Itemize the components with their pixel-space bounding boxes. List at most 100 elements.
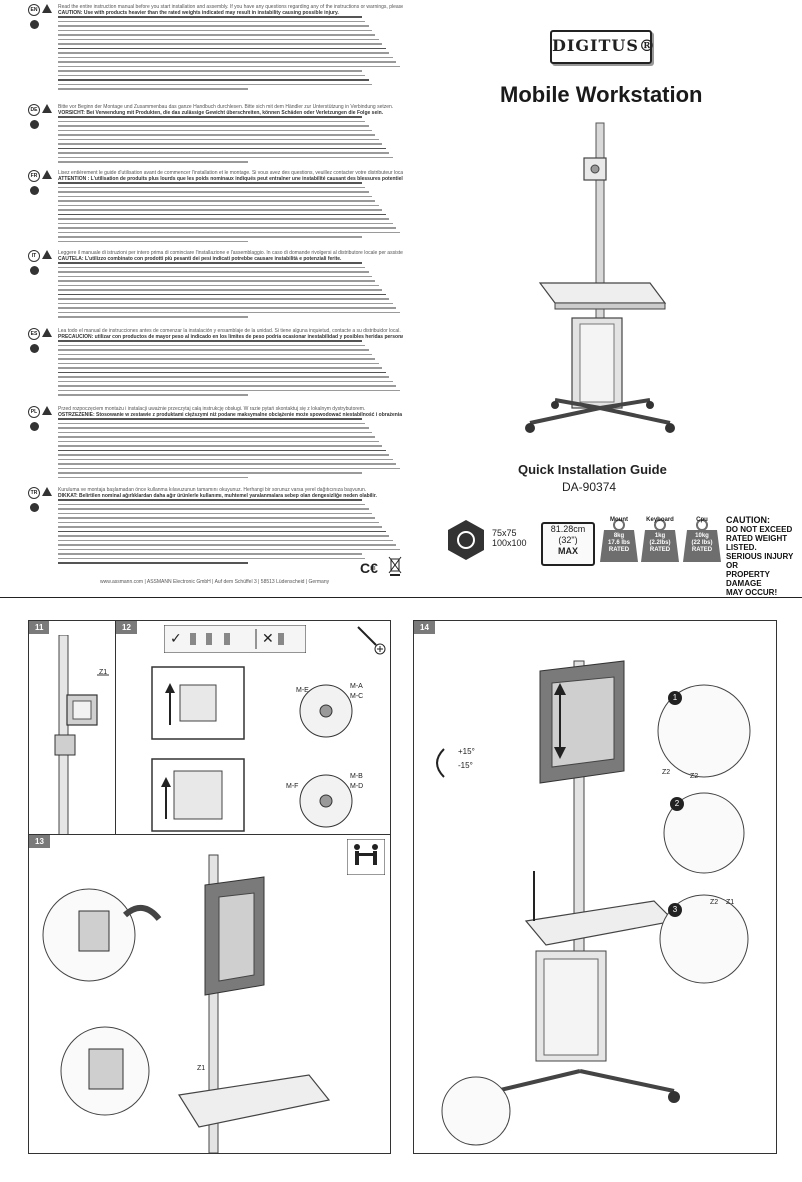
substep-badge: 1 bbox=[668, 691, 682, 705]
text-line bbox=[58, 535, 390, 537]
tilt-up-label: +15° bbox=[458, 747, 475, 756]
hardware-label: M-F bbox=[286, 783, 299, 790]
read-manual-icon bbox=[30, 266, 39, 275]
hardware-label: M-E bbox=[296, 687, 309, 694]
text-line bbox=[58, 213, 386, 215]
step-number: 14 bbox=[414, 621, 435, 634]
instruction-caution: DİKKAT: Belirtilen nominal ağırlıklardan… bbox=[58, 493, 377, 499]
caution-line: PROPERTY DAMAGE bbox=[726, 570, 770, 588]
text-line bbox=[58, 289, 383, 291]
text-line bbox=[58, 298, 390, 300]
load-name: Cpu bbox=[696, 517, 708, 523]
part-label: Z2 bbox=[690, 773, 699, 780]
instruction-lead: Lea todo el manual de instrucciones ante… bbox=[58, 328, 401, 334]
screen-cm: 81.28cm bbox=[550, 524, 586, 534]
text-line bbox=[58, 88, 248, 90]
text-line bbox=[58, 143, 383, 145]
text-line bbox=[58, 116, 362, 118]
hardware-label: M-B bbox=[350, 773, 363, 780]
text-line bbox=[58, 302, 393, 304]
text-line bbox=[58, 418, 362, 420]
text-line bbox=[58, 38, 379, 40]
text-line bbox=[58, 458, 393, 460]
text-line bbox=[58, 271, 369, 273]
instruction-caution: ATTENTION : L'utilisation de produits pl… bbox=[58, 176, 403, 182]
load-rated: RATED bbox=[691, 547, 713, 553]
language-code-icon: TR bbox=[28, 487, 40, 499]
weee-bin-icon bbox=[388, 556, 402, 576]
text-line bbox=[58, 316, 248, 318]
digitus-logo: DIGITUS® bbox=[550, 30, 655, 64]
text-line bbox=[58, 262, 362, 264]
screw-detail-75 bbox=[299, 684, 353, 738]
text-line bbox=[58, 553, 362, 555]
text-line bbox=[58, 56, 393, 58]
step-11-illustration bbox=[54, 635, 109, 835]
text-line bbox=[58, 530, 386, 532]
load-lbs: (2.2lbs) bbox=[649, 540, 671, 546]
text-line bbox=[58, 380, 393, 382]
screwdriver-icon bbox=[357, 626, 386, 655]
load-lbs: 17.6 lbs bbox=[607, 540, 630, 546]
instruction-caution: VORSICHT: Bei Verwendung mit Produkten, … bbox=[58, 110, 384, 116]
step-13-illustration bbox=[42, 854, 331, 1153]
text-line bbox=[58, 134, 376, 136]
text-line bbox=[58, 562, 248, 564]
instruction-text: Przed rozpoczęciem montażu i instalacji … bbox=[58, 406, 403, 481]
text-line bbox=[58, 20, 366, 22]
text-line bbox=[58, 427, 369, 429]
text-line bbox=[58, 358, 376, 360]
caution-box: CAUTION: DO NOT EXCEED RATED WEIGHT LIST… bbox=[726, 516, 802, 598]
text-line bbox=[58, 307, 397, 309]
text-line bbox=[58, 539, 393, 541]
substep-badge: 3 bbox=[668, 903, 682, 917]
instruction-caution: CAUTION: Use with products heavier than … bbox=[58, 10, 339, 16]
footer-address: www.assmann.com | ASSMANN Electronic Gmb… bbox=[100, 579, 330, 585]
load-rated: RATED bbox=[608, 547, 630, 553]
text-line bbox=[58, 236, 362, 238]
text-line bbox=[58, 436, 376, 438]
caution-line: SERIOUS INJURY OR bbox=[726, 552, 794, 570]
weight-icon bbox=[600, 519, 638, 562]
text-line bbox=[58, 280, 376, 282]
text-line bbox=[58, 222, 393, 224]
language-code-icon: EN bbox=[28, 4, 40, 16]
warning-triangle-icon bbox=[42, 170, 52, 179]
part-label: Z2 bbox=[662, 769, 671, 776]
load-kg: 8kg bbox=[613, 533, 625, 539]
text-line bbox=[58, 422, 366, 424]
warning-triangle-icon bbox=[42, 104, 52, 113]
text-line bbox=[58, 275, 372, 277]
instruction-lead: Bitte vor Beginn der Montage und Zusamme… bbox=[58, 104, 394, 110]
instruction-lead: Przed rozpoczęciem montażu i instalacji … bbox=[58, 406, 366, 412]
text-line bbox=[58, 521, 379, 523]
screw-detail-100 bbox=[299, 774, 353, 828]
load-kg: 1kg bbox=[654, 533, 666, 539]
part-label: Z1 bbox=[726, 899, 735, 906]
hardware-label: M-A bbox=[350, 683, 363, 690]
warning-triangle-icon bbox=[42, 487, 52, 496]
text-line bbox=[58, 293, 386, 295]
svg-text:✓: ✓ bbox=[170, 631, 182, 647]
step-number: 12 bbox=[116, 621, 137, 634]
text-line bbox=[58, 25, 369, 27]
text-line bbox=[58, 349, 369, 351]
language-code-icon: ES bbox=[28, 328, 40, 340]
step-14-panel: 14 +15° -15° 1 2 3 Z2 Z2 Z2 Z1 bbox=[413, 620, 777, 1154]
language-code-icon: IT bbox=[28, 250, 40, 262]
text-line bbox=[58, 284, 379, 286]
text-line bbox=[58, 362, 379, 364]
text-line bbox=[58, 200, 376, 202]
text-line bbox=[58, 431, 372, 433]
warning-triangle-icon bbox=[42, 406, 52, 415]
vesa-sizes: 75x75 100x100 bbox=[492, 528, 527, 548]
instruction-caution: OSTRZEŻENIE: Stosowanie w zestawie z pro… bbox=[58, 412, 403, 418]
instruction-text: Read the entire instruction manual befor… bbox=[58, 4, 403, 93]
text-line bbox=[58, 376, 390, 378]
text-line bbox=[58, 74, 366, 76]
step-12-panel: 12 ✓ ✕ M-E M-A M-C M-F M-B M-D bbox=[115, 620, 391, 837]
text-line bbox=[58, 195, 372, 197]
hardware-label: M-C bbox=[350, 693, 364, 700]
